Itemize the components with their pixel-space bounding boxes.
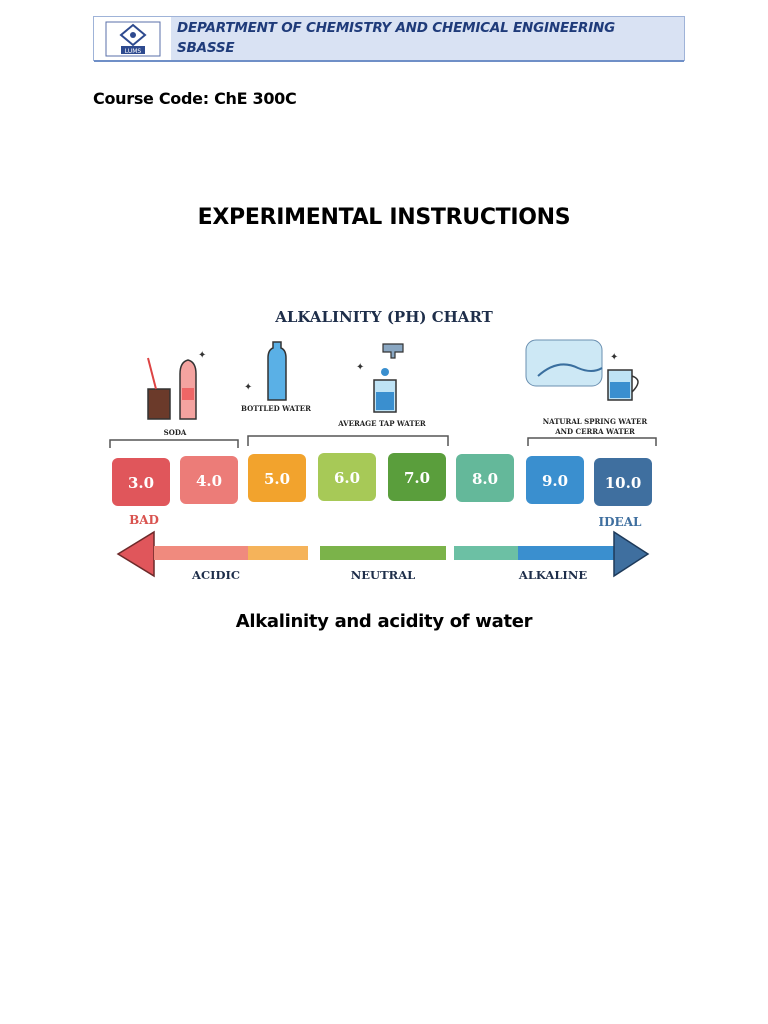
bracket-soda: [109, 439, 239, 448]
ph-tile-box: [388, 453, 446, 501]
lums-logo: LUMS: [94, 17, 172, 60]
lums-logo-icon: LUMS: [105, 21, 160, 56]
ph-tile-value: 5.0: [264, 470, 290, 488]
ph-tile-7-0: 7.0: [388, 453, 446, 501]
tap-water-icon: ✦: [356, 343, 404, 413]
department-header: LUMS DEPARTMENT OF CHEMISTRY AND CHEMICA…: [93, 16, 685, 62]
ph-tile-value: 3.0: [128, 474, 154, 492]
ph-tile-3-0: 3.0: [112, 458, 170, 506]
logo-text: LUMS: [124, 48, 141, 55]
ph-tile-value: 9.0: [542, 472, 568, 490]
ph-tile-value: 8.0: [472, 470, 498, 488]
ph-tile-8-0: 8.0: [456, 454, 514, 502]
bracket-bottled-and-tap: [247, 435, 449, 446]
page-title: EXPERIMENTAL INSTRUCTIONS: [197, 205, 571, 230]
bracket-spring-water: [527, 437, 657, 446]
scale-label-alkaline: ALKALINE: [518, 568, 587, 582]
ph-tile-box: [248, 454, 306, 502]
ph-tile-9-0: 9.0: [526, 456, 584, 504]
ph-tile-value: 6.0: [334, 469, 360, 487]
ph-tiles: 3.0 4.0 5.0 6.0 7.0 8.0 9.0 10.0: [112, 453, 652, 506]
department-name: DEPARTMENT OF CHEMISTRY AND CHEMICAL ENG…: [177, 20, 615, 36]
scale-label-acidic: ACIDIC: [191, 568, 240, 582]
svg-text:✦: ✦: [244, 382, 252, 393]
ph-tile-6-0: 6.0: [318, 453, 376, 501]
label-ideal: IDEAL: [599, 515, 642, 529]
group-label-soda: SODA: [164, 428, 187, 437]
ph-chart-figure: ALKALINITY (PH) CHART ✦ ✦ ✦ ✦ SODA BOTTL…: [109, 308, 657, 582]
svg-text:✦: ✦: [198, 350, 206, 361]
ph-tile-5-0: 5.0: [248, 454, 306, 502]
header-rule: [94, 60, 684, 62]
group-label-bottled-water: BOTTLED WATER: [241, 404, 311, 413]
bottled-water-icon: ✦: [244, 341, 287, 401]
ph-tile-value: 7.0: [404, 469, 430, 487]
ph-scale-arrow: [116, 530, 650, 578]
ph-tile-box: [456, 454, 514, 502]
ph-tile-box: [318, 453, 376, 501]
ph-tile-10-0: 10.0: [594, 458, 652, 506]
course-code: Course Code: ChE 300C: [93, 89, 297, 108]
group-label-spring-water-1: NATURAL SPRING WATER: [543, 417, 648, 426]
ph-tile-4-0: 4.0: [180, 456, 238, 504]
group-label-spring-water-2: AND CERRA WATER: [554, 427, 635, 436]
ph-tile-value: 4.0: [196, 472, 222, 490]
scale-label-neutral: NEUTRAL: [351, 568, 415, 582]
department-title: DEPARTMENT OF CHEMISTRY AND CHEMICAL ENG…: [171, 17, 684, 60]
group-label-tap-water: AVERAGE TAP WATER: [337, 419, 426, 428]
ph-tile-box: [526, 456, 584, 504]
spring-water-icon: ✦: [525, 339, 639, 401]
school-name: SBASSE: [177, 40, 235, 56]
ph-tile-box: [594, 458, 652, 506]
soda-icon: ✦: [147, 350, 206, 420]
svg-text:✦: ✦: [356, 362, 364, 373]
svg-text:✦: ✦: [610, 352, 618, 363]
ph-tile-box: [112, 458, 170, 506]
ph-tile-box: [180, 456, 238, 504]
figure-caption: Alkalinity and acidity of water: [235, 611, 533, 632]
label-bad: BAD: [129, 513, 159, 527]
ph-tile-value: 10.0: [605, 474, 642, 492]
chart-title: ALKALINITY (PH) CHART: [274, 308, 493, 326]
